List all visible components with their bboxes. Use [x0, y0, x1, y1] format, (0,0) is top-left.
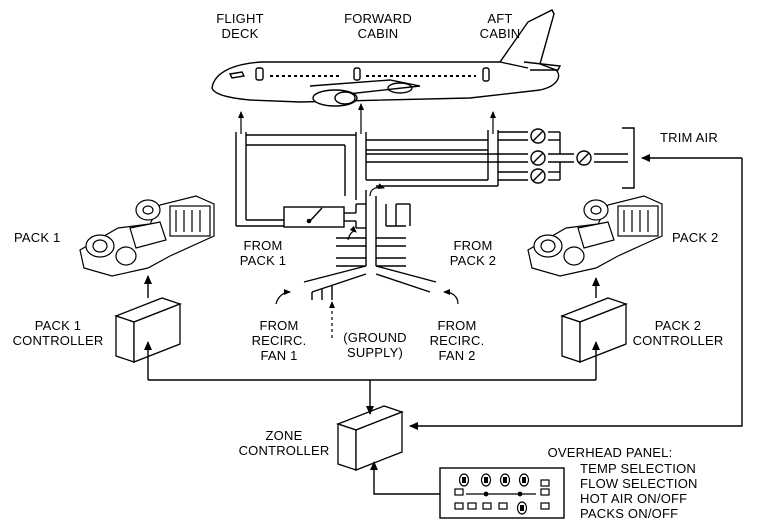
label-from-pack2: FROM PACK 2 [442, 238, 504, 268]
cabin-airflow-arrows [238, 103, 496, 338]
label-from-pack2-line1: FROM [453, 238, 493, 253]
label-ground-supply-line2: SUPPLY) [346, 345, 404, 360]
label-zone-controller-line1: ZONE [265, 428, 303, 443]
label-forward-cabin: FORWARD CABIN [336, 11, 420, 41]
label-overhead-panel-title: OVERHEAD PANEL: [547, 445, 673, 460]
label-pack1-controller-line1: PACK 1 [34, 318, 82, 333]
overhead-item-packs: PACKS ON/OFF [580, 506, 679, 521]
overhead-item-flow-selection: FLOW SELECTION [580, 476, 698, 491]
label-flight-deck-line1: FLIGHT [216, 11, 264, 26]
label-recirc-fan1: FROM RECIRC. FAN 1 [248, 318, 310, 363]
label-from-pack1-line1: FROM [243, 238, 283, 253]
label-recirc-fan2-line2: RECIRC. [429, 333, 485, 348]
pack2-controller-box [560, 297, 628, 363]
label-pack1-controller-line2: CONTROLLER [12, 333, 104, 348]
label-recirc-fan2-line3: FAN 2 [438, 348, 476, 363]
label-pack2-controller-line1: PACK 2 [654, 318, 702, 333]
label-recirc-fan1-line1: FROM [259, 318, 299, 333]
label-ground-supply: (GROUND SUPPLY) [338, 330, 412, 360]
label-ground-supply-line1: (GROUND [343, 330, 407, 345]
label-recirc-fan2: FROM RECIRC. FAN 2 [426, 318, 488, 363]
label-recirc-fan1-line3: FAN 1 [260, 348, 298, 363]
overhead-panel-graphic [439, 467, 565, 519]
label-aft-cabin-line1: AFT [487, 11, 513, 26]
pack2-unit [527, 195, 663, 277]
pack1-unit [79, 195, 215, 277]
overhead-panel-items: TEMP SELECTION FLOW SELECTION HOT AIR ON… [580, 461, 698, 521]
label-trim-air: TRIM AIR [660, 130, 718, 145]
label-flight-deck: FLIGHT DECK [210, 11, 270, 41]
label-pack2: PACK 2 [672, 230, 719, 245]
control-signal-lines [144, 154, 743, 495]
label-from-pack1-line2: PACK 1 [239, 253, 287, 268]
label-pack1: PACK 1 [14, 230, 61, 245]
label-recirc-fan1-line2: RECIRC. [251, 333, 307, 348]
label-flight-deck-line2: DECK [221, 26, 259, 41]
aircraft-illustration [211, 9, 562, 107]
label-forward-cabin-line1: FORWARD [344, 11, 412, 26]
label-forward-cabin-line2: CABIN [357, 26, 399, 41]
label-recirc-fan2-line1: FROM [437, 318, 477, 333]
label-pack2-controller: PACK 2 CONTROLLER [628, 318, 728, 348]
label-from-pack2-line2: PACK 2 [449, 253, 497, 268]
label-zone-controller-line2: CONTROLLER [238, 443, 330, 458]
overhead-item-hot-air: HOT AIR ON/OFF [580, 491, 688, 506]
label-from-pack1: FROM PACK 1 [232, 238, 294, 268]
label-aft-cabin: AFT CABIN [470, 11, 530, 41]
zone-controller-box [336, 405, 404, 471]
label-aft-cabin-line2: CABIN [479, 26, 521, 41]
label-pack2-controller-line2: CONTROLLER [632, 333, 724, 348]
trim-air-valves [530, 128, 592, 184]
duct-network [235, 127, 635, 300]
label-zone-controller: ZONE CONTROLLER [234, 428, 334, 458]
overhead-item-temp-selection: TEMP SELECTION [580, 461, 696, 476]
label-pack1-controller: PACK 1 CONTROLLER [8, 318, 108, 348]
